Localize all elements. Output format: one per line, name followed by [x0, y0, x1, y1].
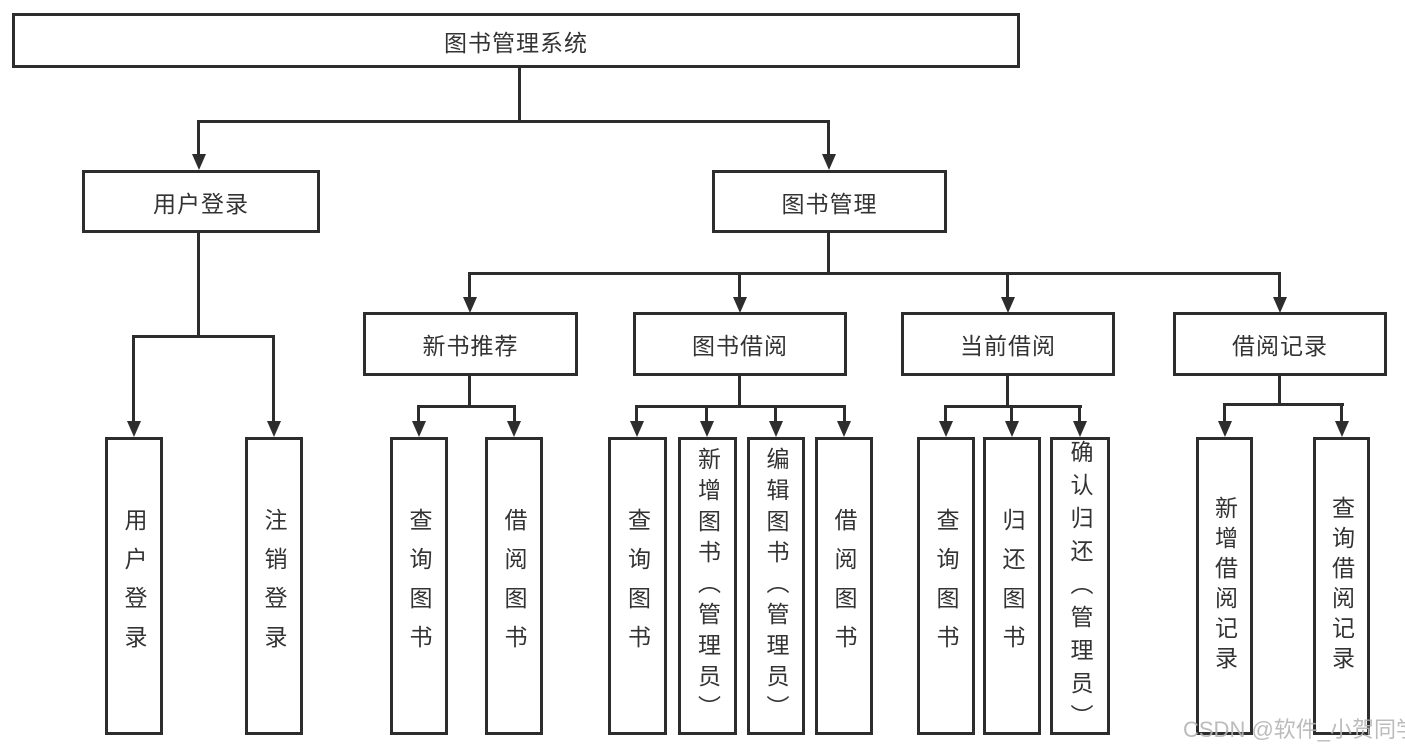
connector-group1-bar — [132, 335, 275, 338]
connector-current-stem — [1006, 376, 1009, 408]
arrow-down-icon — [733, 297, 747, 313]
connector-records-stem — [1278, 376, 1281, 406]
connector-group3-bar — [635, 405, 846, 408]
node-book-management: 图书管理 — [712, 170, 947, 233]
arrow-down-icon — [769, 421, 783, 437]
connector-book-management-stem — [827, 233, 830, 275]
connector-group2-bar — [417, 405, 516, 408]
node-leaf-confirm-return-admin: 确认归还（管理员） — [1050, 437, 1110, 737]
connector-borrowing-drop — [738, 272, 741, 299]
arrow-down-icon — [1218, 421, 1232, 437]
connector-recommend-drop — [468, 272, 471, 299]
connector-leaf-drop — [635, 405, 638, 423]
node-leaf-add-borrow-record: 新增借阅记录 — [1196, 437, 1253, 735]
node-book-borrowing: 图书借阅 — [633, 312, 847, 376]
node-leaf-query-books-borrowing: 查询图书 — [608, 437, 667, 735]
connector-leaf-drop — [132, 335, 135, 423]
arrow-down-icon — [700, 421, 714, 437]
node-leaf-logout: 注销登录 — [245, 437, 303, 735]
node-leaf-return-books: 归还图书 — [983, 437, 1041, 735]
connector-root-stem — [518, 68, 521, 123]
arrow-down-icon — [127, 421, 141, 437]
node-new-book-recommendation: 新书推荐 — [363, 312, 578, 376]
arrow-down-icon — [507, 421, 521, 437]
arrow-down-icon — [463, 297, 477, 313]
node-leaf-add-books-admin: 新增图书（管理员） — [678, 437, 737, 735]
node-leaf-borrow-books-recommend: 借阅图书 — [485, 437, 543, 735]
connector-level2-bar — [468, 272, 1281, 275]
node-library-management-system: 图书管理系统 — [12, 13, 1020, 68]
arrow-down-icon — [192, 154, 206, 170]
connector-recommend-stem — [468, 376, 471, 408]
arrow-down-icon — [1005, 421, 1019, 437]
node-leaf-query-books-current: 查询图书 — [917, 437, 975, 735]
connector-leaf-drop — [1078, 405, 1081, 423]
connector-leaf-drop — [1223, 403, 1226, 423]
arrow-down-icon — [939, 421, 953, 437]
connector-leaf-drop — [843, 405, 846, 423]
node-borrowing-records: 借阅记录 — [1173, 312, 1387, 376]
arrow-down-icon — [1073, 421, 1087, 437]
connector-book-management-drop — [827, 120, 830, 156]
connector-leaf-drop — [774, 405, 777, 423]
arrow-down-icon — [822, 154, 836, 170]
connector-current-drop — [1006, 272, 1009, 299]
node-leaf-query-borrow-record: 查询借阅记录 — [1313, 437, 1370, 735]
connector-leaf-drop — [705, 405, 708, 423]
connector-group4-bar — [944, 405, 1082, 408]
connector-borrowing-stem — [738, 376, 741, 408]
arrow-down-icon — [267, 421, 281, 437]
arrow-down-icon — [837, 421, 851, 437]
connector-leaf-drop — [1340, 403, 1343, 423]
node-leaf-user-login: 用户登录 — [105, 437, 163, 735]
connector-level1-bar — [197, 120, 830, 123]
arrow-down-icon — [412, 421, 426, 437]
connector-leaf-drop — [944, 405, 947, 423]
connector-records-drop — [1278, 272, 1281, 299]
arrow-down-icon — [630, 421, 644, 437]
connector-user-login-stem — [197, 233, 200, 338]
node-leaf-query-books-recommend: 查询图书 — [390, 437, 448, 735]
watermark: CSDN @软件_小贺同学 — [1183, 717, 1405, 742]
arrow-down-icon — [1001, 297, 1015, 313]
connector-leaf-drop — [272, 335, 275, 423]
connector-leaf-drop — [513, 405, 516, 423]
connector-user-login-drop — [197, 120, 200, 156]
connector-leaf-drop — [1010, 405, 1013, 423]
arrow-down-icon — [1273, 297, 1287, 313]
connector-leaf-drop — [417, 405, 420, 423]
connector-group5-bar — [1223, 403, 1344, 406]
node-user-login: 用户登录 — [82, 170, 320, 233]
node-current-borrowing: 当前借阅 — [901, 312, 1115, 376]
node-leaf-borrow-books-borrowing: 借阅图书 — [815, 437, 873, 735]
arrow-down-icon — [1335, 421, 1349, 437]
node-leaf-edit-books-admin: 编辑图书（管理员） — [747, 437, 805, 735]
